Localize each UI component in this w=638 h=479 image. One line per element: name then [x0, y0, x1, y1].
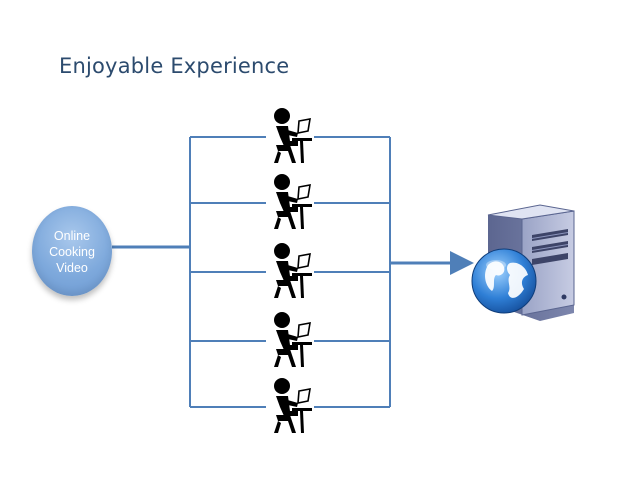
user-at-computer-icon — [266, 309, 314, 371]
users-group — [266, 105, 314, 437]
source-node-line-2: Cooking — [49, 245, 95, 259]
slide-title: Enjoyable Experience — [59, 54, 290, 78]
online-cooking-video-node: Online Cooking Video — [32, 206, 112, 296]
web-server-globe-icon — [471, 204, 575, 321]
source-node-label: Online Cooking Video — [32, 228, 112, 276]
user-at-computer-icon — [266, 105, 314, 167]
source-node-line-1: Online — [53, 229, 91, 243]
user-at-computer-icon — [266, 375, 314, 437]
source-node-line-3: Video — [56, 261, 88, 275]
user-at-computer-icon — [266, 171, 314, 233]
user-at-computer-icon — [266, 240, 314, 302]
